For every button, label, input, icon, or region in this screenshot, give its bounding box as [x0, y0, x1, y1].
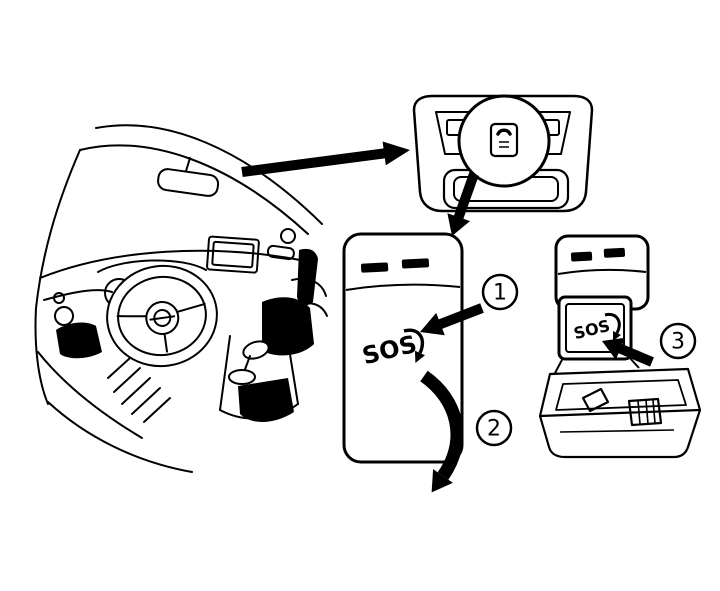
- left-body-line: [34, 307, 49, 405]
- step-2-badge: 2: [475, 409, 513, 447]
- overhead-console: [412, 94, 594, 213]
- a-pillar-line: [35, 149, 81, 309]
- step-1-arrow-icon: [420, 303, 484, 336]
- cover-panel-outline: [342, 232, 464, 464]
- open-panel-slots: [570, 247, 626, 262]
- under-dash-shadow: [56, 322, 102, 359]
- door-handle-line: [295, 302, 328, 317]
- floor-line-2: [37, 351, 143, 439]
- small-knob: [53, 292, 65, 304]
- callout-arrow-icon: [241, 141, 410, 177]
- sos-phone-icon: [496, 128, 512, 136]
- open-door-inner: [565, 303, 625, 353]
- side-vent: [266, 244, 295, 261]
- small-curved-arrow-icon: [403, 328, 425, 354]
- steering-wheel: [106, 264, 218, 368]
- step-1-badge: 1: [481, 273, 519, 311]
- curved-black-arrow-icon: [420, 370, 464, 493]
- roof-line: [95, 124, 323, 225]
- tray-floor: [555, 379, 687, 411]
- tray-inner-line: [559, 429, 675, 433]
- small-curved-arrowhead-open: [613, 331, 621, 341]
- sos-cover-closed-view: SOS: [342, 232, 464, 464]
- pedal-hatching: [107, 357, 171, 423]
- step-3-arrow-icon: [602, 337, 654, 367]
- b-pillar-shadow: [297, 248, 318, 306]
- gear-shifter: [228, 340, 270, 385]
- tray-latch: [627, 397, 663, 427]
- console-left-line: [219, 335, 231, 411]
- mirror-stem: [185, 157, 191, 172]
- hinge-lines: [554, 356, 640, 374]
- tray-front-wall: [538, 409, 702, 459]
- step-3-number: 3: [671, 330, 685, 355]
- sos-button-icon: [489, 122, 519, 158]
- headlight-knob: [54, 306, 74, 326]
- dashboard-top-line: [39, 249, 301, 279]
- rearview-mirror: [157, 168, 220, 197]
- hazard-button: [280, 228, 296, 244]
- step-3-badge: 3: [659, 322, 697, 360]
- open-panel-crease: [557, 268, 647, 275]
- cluster-hood-line: [97, 259, 207, 273]
- door-armrest-line: [291, 277, 327, 297]
- console-right-line: [287, 341, 299, 405]
- center-screen: [206, 235, 260, 274]
- car-interior-illustration: [34, 124, 328, 473]
- seat-shadow: [262, 297, 314, 356]
- panel-crease-line: [345, 283, 461, 291]
- panel-slots: [360, 258, 430, 273]
- step-2-number: 2: [487, 417, 501, 442]
- small-curved-arrow-open-icon: [604, 312, 621, 334]
- storage-tray: [538, 367, 702, 459]
- console-pointer-arrow-icon: [447, 172, 479, 236]
- sos-button-detail-lines: [499, 141, 509, 148]
- small-curved-arrowhead: [415, 350, 425, 363]
- step-1-number: 1: [493, 281, 507, 306]
- console-bottom-line: [219, 403, 299, 420]
- tray-wedge: [581, 387, 610, 413]
- console-shadow: [238, 378, 294, 422]
- floor-line-1: [47, 401, 193, 473]
- windshield-top-line: [79, 144, 309, 235]
